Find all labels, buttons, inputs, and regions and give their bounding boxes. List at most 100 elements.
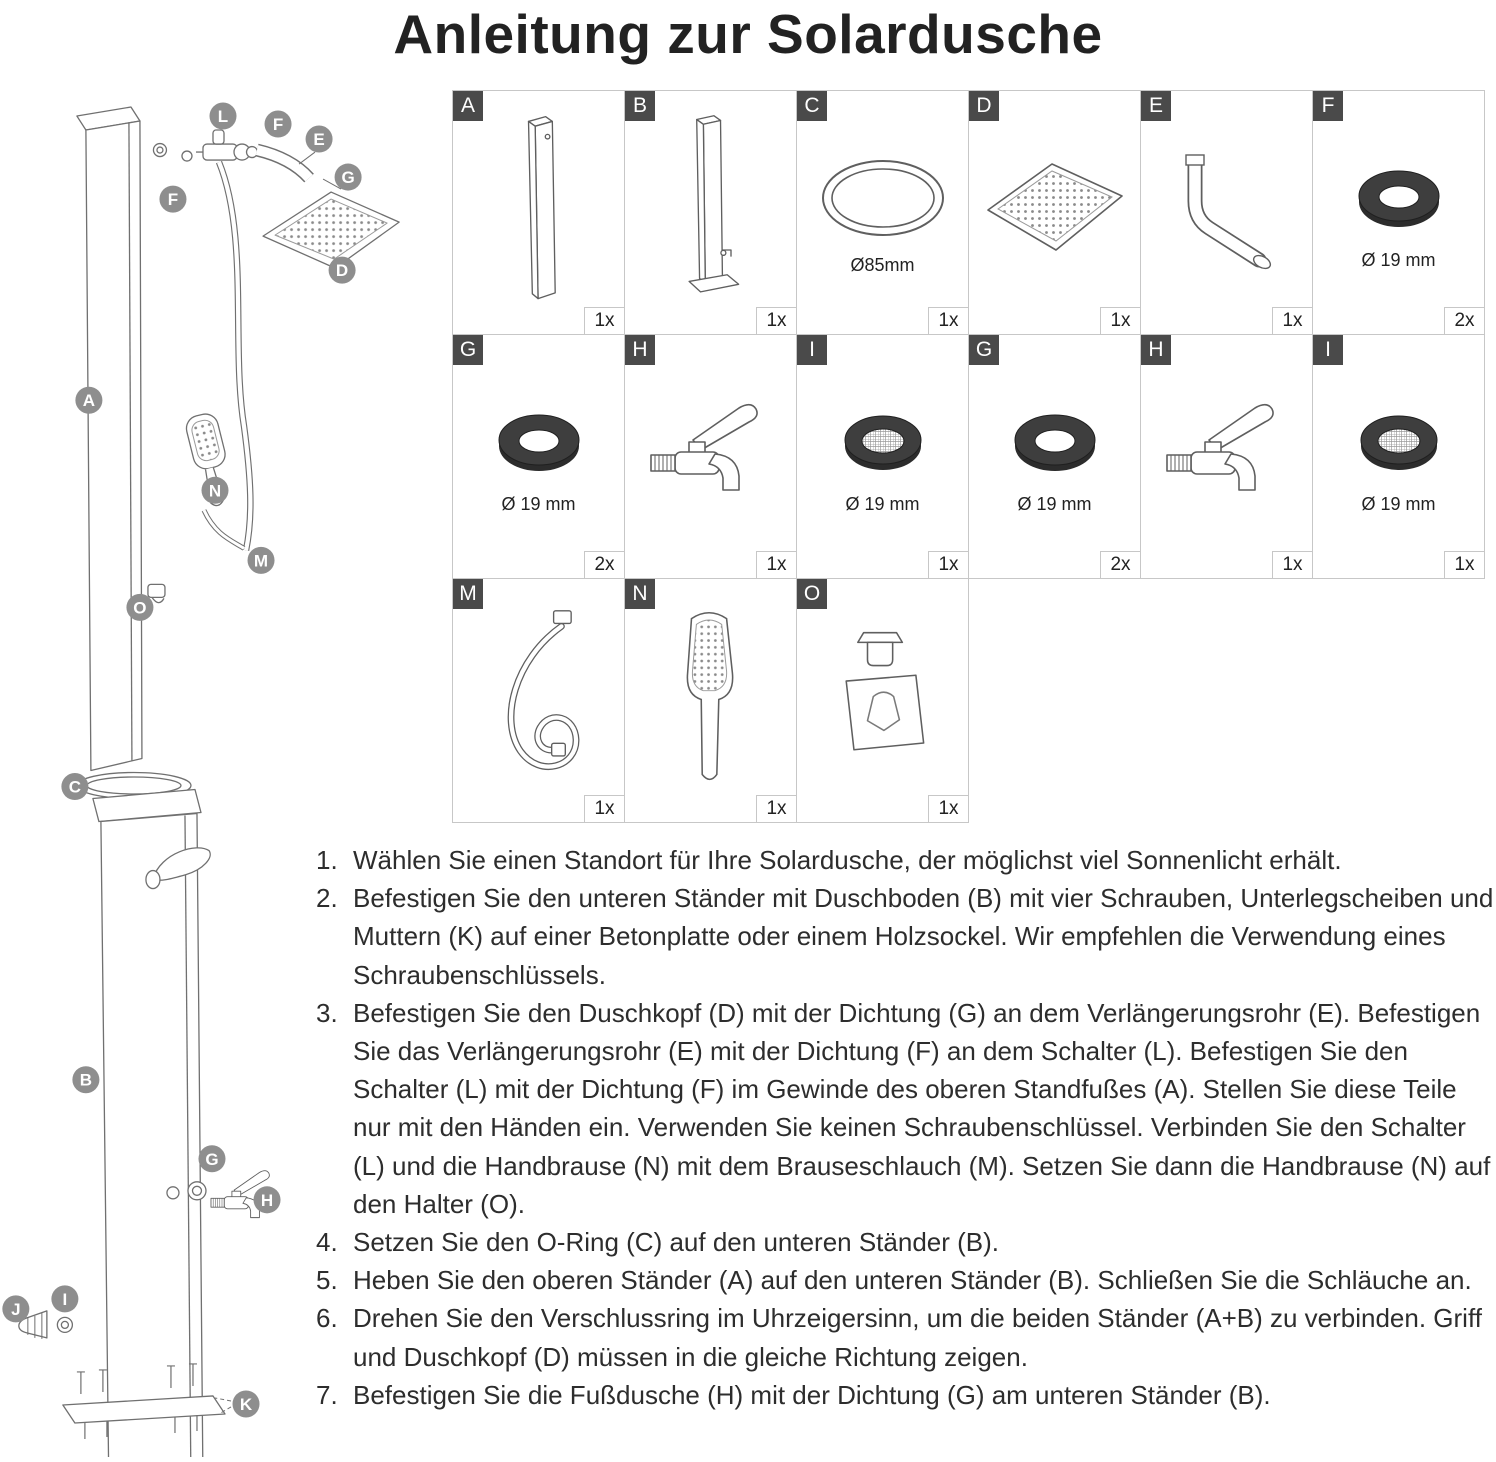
svg-text:N: N (209, 481, 221, 500)
instruction-text: Setzen Sie den O-Ring (C) auf den untere… (353, 1227, 1000, 1258)
svg-text:F: F (168, 190, 178, 209)
callout-E: E (305, 125, 333, 153)
part-cell-I2: I Ø 19 mm 1x (1312, 334, 1485, 579)
holder-bracket-icon (825, 623, 940, 773)
instruction-number: 6. (316, 1303, 338, 1334)
shower-hose-icon (474, 603, 604, 793)
part-label: G (969, 335, 999, 365)
seal-ring-icon (1339, 155, 1459, 245)
callout-H: H (253, 1186, 281, 1214)
part-qty: 1x (584, 795, 624, 822)
part-cell-F: F Ø 19 mm 2x (1312, 90, 1485, 335)
part-cell-H2: H 1x (1140, 334, 1313, 579)
part-a-column-icon (504, 110, 574, 310)
part-qty: 1x (756, 795, 796, 822)
part-qty: 1x (756, 307, 796, 334)
instruction-item-4: 4. Setzen Sie den O-Ring (C) auf den unte… (316, 1223, 1496, 1261)
svg-text:A: A (83, 391, 95, 410)
part-qty: 1x (1272, 307, 1312, 334)
svg-text:G: G (341, 168, 354, 187)
part-cell-C: C Ø85mm 1x (796, 90, 969, 335)
parts-grid-row-1: A 1x B 1x C Ø85mm 1x D 1x E 1x (452, 90, 1485, 335)
instruction-text: Drehen Sie den Verschlussring im Uhrzeig… (353, 1303, 1482, 1372)
extension-tube-icon (1167, 147, 1287, 272)
part-b-column-icon (666, 110, 756, 310)
part-label: A (453, 91, 483, 121)
part-cell-M: M 1x (452, 578, 625, 823)
part-label: N (625, 579, 655, 609)
part-qty: 1x (1444, 551, 1484, 578)
callout-K: K (232, 1390, 260, 1418)
callout-J: J (2, 1295, 30, 1323)
seal-ring-icon (995, 399, 1115, 489)
instruction-number: 7. (316, 1379, 338, 1410)
page-title: Anleitung zur Solardusche (393, 3, 1103, 65)
part-cell-H: H 1x (624, 334, 797, 579)
part-qty: 1x (584, 307, 624, 334)
part-label: F (1313, 91, 1343, 121)
part-cell-D: D 1x (968, 90, 1141, 335)
instruction-text: Heben Sie den oberen Ständer (A) auf den… (353, 1265, 1472, 1296)
callout-B: B (72, 1066, 100, 1094)
instruction-number: 5. (316, 1265, 338, 1296)
part-cell-I: I Ø 19 mm 1x (796, 334, 969, 579)
part-qty: 1x (1100, 307, 1140, 334)
svg-text:L: L (218, 107, 228, 126)
svg-text:I: I (63, 1290, 68, 1309)
callout-F-left: F (159, 185, 187, 213)
part-dim: Ø85mm (850, 254, 915, 275)
callout-D: D (328, 256, 356, 284)
part-qty: 1x (928, 795, 968, 822)
hand-shower-icon (663, 603, 758, 793)
callout-N: N (201, 476, 229, 504)
instruction-number: 1. (316, 845, 338, 875)
part-label: O (797, 579, 827, 609)
part-cell-N: N 1x (624, 578, 797, 823)
part-dim: Ø 19 mm (1361, 493, 1436, 514)
part-label: I (797, 335, 827, 365)
svg-text:D: D (336, 261, 348, 280)
diagram-callouts: A L F E G D F N M O C B G H J I K (2, 102, 362, 1418)
instruction-number: 2. (316, 883, 338, 914)
part-cell-G: G Ø 19 mm 2x (452, 334, 625, 579)
mesh-seal-icon (1339, 399, 1459, 489)
parts-grid-row-2: G Ø 19 mm 2x H 1x I Ø 19 mm 1x G Ø 19 mm… (452, 334, 1485, 579)
parts-grid: A 1x B 1x C Ø85mm 1x D 1x E 1x (452, 90, 1485, 823)
part-cell-G2: G Ø 19 mm 2x (968, 334, 1141, 579)
callout-A: A (75, 386, 103, 414)
svg-text:O: O (133, 598, 146, 617)
part-qty: 1x (756, 551, 796, 578)
part-label: M (453, 579, 483, 609)
svg-text:F: F (273, 115, 283, 134)
svg-text:K: K (240, 1395, 253, 1414)
part-label: G (453, 335, 483, 365)
foot-tap-icon (1157, 394, 1297, 514)
part-qty: 2x (1100, 551, 1140, 578)
callout-I: I (51, 1285, 79, 1313)
instruction-text: Wählen Sie einen Standort für Ihre Solar… (353, 845, 1342, 875)
svg-text:H: H (261, 1191, 273, 1210)
part-qty: 2x (584, 551, 624, 578)
part-cell-E: E 1x (1140, 90, 1313, 335)
instruction-number: 4. (316, 1227, 338, 1258)
part-label: H (625, 335, 655, 365)
instruction-item-7: 7. Befestigen Sie die Fußdusche (H) mit d… (316, 1376, 1496, 1414)
callout-L: L (209, 102, 237, 130)
instruction-text: Befestigen Sie den unteren Ständer mit D… (353, 883, 1494, 990)
part-label: I (1313, 335, 1343, 365)
svg-text:B: B (80, 1071, 92, 1090)
instruction-text: Befestigen Sie die Fußdusche (H) mit der… (353, 1379, 1271, 1410)
svg-text:C: C (69, 778, 81, 797)
callout-F-top: F (264, 110, 292, 138)
svg-text:J: J (11, 1300, 20, 1319)
part-qty: 1x (928, 551, 968, 578)
mesh-seal-icon (823, 399, 943, 489)
part-dim: Ø 19 mm (1017, 493, 1092, 514)
part-label: D (969, 91, 999, 121)
part-label: C (797, 91, 827, 121)
callout-G-top: G (334, 163, 362, 191)
instruction-text: Befestigen Sie den Duschkopf (D) mit der… (353, 997, 1491, 1219)
part-cell-O: O 1x (796, 578, 969, 823)
assembly-diagram: A L F E G D F N M O C B G H J I K (0, 86, 452, 1462)
instruction-item-1: 1. Wählen Sie einen Standort für Ihre Sol… (316, 841, 1496, 879)
